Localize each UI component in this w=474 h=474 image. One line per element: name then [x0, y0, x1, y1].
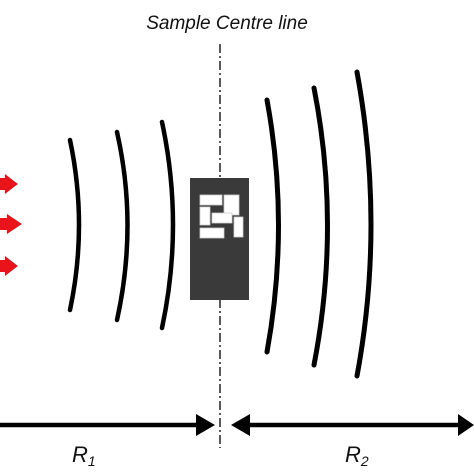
r2-label: R2 — [345, 442, 369, 469]
red-arrow-top — [0, 174, 18, 194]
r1-arrow-head — [196, 414, 215, 436]
sample-tile-2 — [223, 194, 240, 216]
transmitted-wavefronts — [264, 69, 374, 379]
sample-tile-4 — [211, 212, 233, 224]
r2-dimension-arrow — [231, 414, 474, 436]
transmitted-wavefront-1 — [264, 97, 281, 355]
incident-wavefront-1 — [67, 137, 82, 313]
centre-line-label: Sample Centre line — [146, 13, 308, 34]
r2-arrow-head-left — [231, 414, 250, 436]
red-arrow-middle — [0, 214, 22, 234]
incident-wavefront-2 — [114, 129, 130, 323]
r1-label: R1 — [72, 442, 96, 469]
r2-label-main: R — [345, 442, 361, 467]
sample-tile-1 — [199, 194, 223, 206]
sample-tile-3 — [199, 206, 211, 226]
sample-block — [190, 178, 249, 300]
red-arrow-bottom — [0, 256, 18, 276]
transmitted-wavefront-2 — [311, 85, 330, 368]
r1-label-sub: 1 — [88, 453, 96, 469]
red-arrows — [0, 174, 22, 276]
transmitted-wavefront-3 — [354, 69, 374, 379]
incident-wavefronts — [67, 119, 176, 331]
r1-label-main: R — [72, 442, 88, 467]
r1-dimension-arrow — [0, 414, 215, 436]
sample-tile-5 — [233, 216, 244, 238]
r2-label-sub: 2 — [360, 453, 369, 469]
r2-arrow-head-right — [458, 414, 474, 436]
sample-tile-6 — [199, 227, 225, 239]
incident-wavefront-3 — [159, 119, 176, 331]
